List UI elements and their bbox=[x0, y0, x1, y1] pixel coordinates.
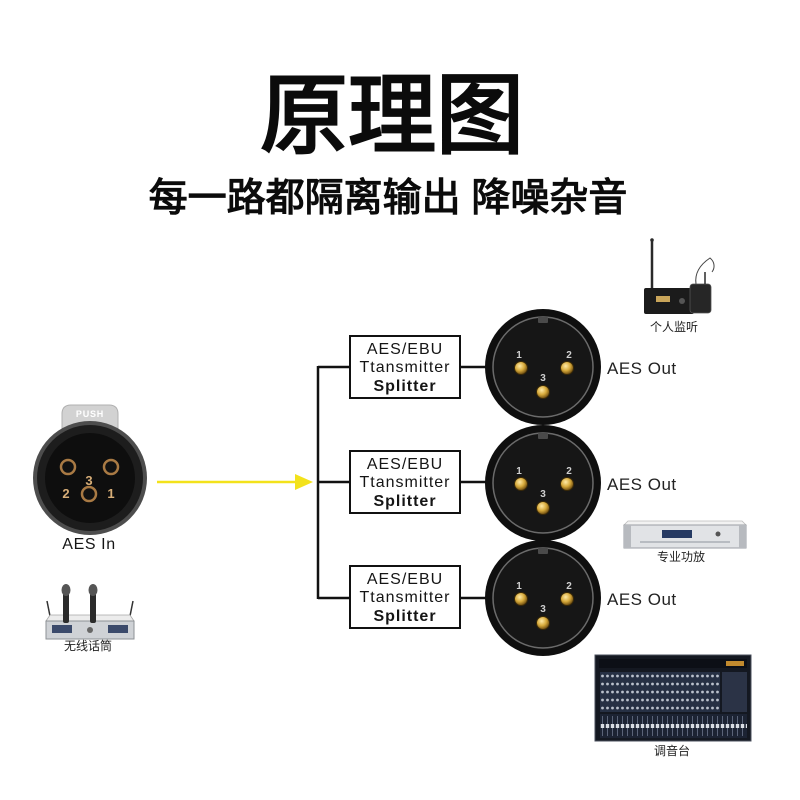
xlr-male-output-connector: 1 2 3 bbox=[485, 425, 601, 541]
gold-pin bbox=[536, 616, 550, 630]
personal-monitor-label: 个人监听 bbox=[650, 320, 698, 334]
microphone-handle bbox=[63, 592, 69, 623]
console-knob-section bbox=[600, 672, 720, 712]
antenna bbox=[129, 600, 134, 617]
pin-number: 1 bbox=[516, 350, 522, 361]
microphone-head bbox=[61, 584, 71, 596]
monitor-display bbox=[656, 296, 670, 302]
pin-hole bbox=[102, 458, 120, 476]
pin-number: 3 bbox=[540, 604, 546, 615]
splitter-box bbox=[349, 450, 461, 514]
output-channel-1: AES/EBU Ttansmitter Splitter 1 2 3 AES O… bbox=[318, 309, 677, 425]
connector-face bbox=[45, 433, 135, 523]
console-fader-section bbox=[600, 714, 747, 738]
aes-out-label: AES Out bbox=[607, 590, 677, 609]
pin-number: 2 bbox=[566, 581, 572, 592]
pin-number: 3 bbox=[540, 373, 546, 384]
connector-key bbox=[538, 548, 548, 554]
amp-handle bbox=[624, 525, 631, 548]
connector-key bbox=[538, 317, 548, 323]
receiver-display bbox=[52, 625, 72, 633]
amp-badge bbox=[662, 530, 692, 538]
wireless-microphone-label: 无线话筒 bbox=[64, 638, 112, 653]
microphone-head bbox=[88, 584, 98, 596]
gold-pin bbox=[560, 361, 574, 375]
pin-number: 1 bbox=[516, 466, 522, 477]
receiver-knob bbox=[87, 627, 93, 633]
aes-in-label: AES In bbox=[62, 536, 115, 553]
console-meter bbox=[726, 661, 744, 666]
splitter-line: Splitter bbox=[373, 493, 436, 510]
connector-face bbox=[492, 547, 594, 649]
splitter-line: Splitter bbox=[373, 608, 436, 625]
microphone-handle bbox=[90, 592, 96, 623]
pin-number: 2 bbox=[566, 466, 572, 477]
splitter-line: AES/EBU bbox=[367, 456, 443, 473]
receiver-display bbox=[108, 625, 128, 633]
antenna-tip bbox=[650, 238, 654, 242]
xlr-male-output-connector: 1 2 3 bbox=[485, 540, 601, 656]
signal-arrow-head bbox=[295, 474, 313, 490]
output-channel-2: AES/EBU Ttansmitter Splitter 1 2 3 AES O… bbox=[318, 425, 677, 541]
earphone-cable bbox=[695, 257, 715, 285]
aes-out-label: AES Out bbox=[607, 475, 677, 494]
splitter-line: AES/EBU bbox=[367, 571, 443, 588]
push-label: PUSH bbox=[76, 409, 104, 419]
page-title: 原理图 bbox=[260, 66, 524, 165]
aes-out-label: AES Out bbox=[607, 359, 677, 378]
pin-hole bbox=[59, 458, 77, 476]
amp-power-button bbox=[715, 531, 721, 537]
wireless-microphone-icon bbox=[45, 584, 135, 640]
monitor-knob bbox=[679, 298, 685, 304]
bodypack-receiver bbox=[689, 283, 712, 314]
amp-top bbox=[623, 520, 747, 526]
page-subtitle: 每一路都隔离输出 降噪杂音 bbox=[149, 177, 628, 220]
splitter-line: Splitter bbox=[373, 378, 436, 395]
gold-pin bbox=[536, 385, 550, 399]
pin-hole bbox=[80, 485, 98, 503]
output-channel-3: AES/EBU Ttansmitter Splitter 1 2 3 AES O… bbox=[318, 540, 677, 656]
gold-pin bbox=[514, 592, 528, 606]
splitter-box bbox=[349, 335, 461, 399]
console-master-section bbox=[722, 672, 747, 712]
power-amplifier-icon bbox=[623, 520, 747, 549]
pin-number: 2 bbox=[62, 486, 69, 501]
gold-pin bbox=[514, 477, 528, 491]
amp-handle bbox=[739, 525, 746, 548]
antenna bbox=[46, 600, 51, 617]
mixing-console-icon bbox=[594, 654, 752, 742]
gold-pin bbox=[514, 361, 528, 375]
connector-key bbox=[538, 433, 548, 439]
gold-pin bbox=[560, 592, 574, 606]
pin-number: 2 bbox=[566, 350, 572, 361]
splitter-line: Ttansmitter bbox=[359, 474, 450, 491]
console-top-bar bbox=[599, 659, 747, 668]
gold-pin bbox=[560, 477, 574, 491]
amp-vent bbox=[640, 541, 730, 543]
connector-face bbox=[492, 432, 594, 534]
splitter-line: AES/EBU bbox=[367, 341, 443, 358]
personal-monitor-icon bbox=[644, 238, 715, 314]
mixing-console-label: 调音台 bbox=[654, 743, 690, 758]
pin-number: 3 bbox=[85, 473, 92, 488]
xlr-female-input-connector: PUSH 2 3 1 bbox=[33, 404, 147, 535]
splitter-line: Ttansmitter bbox=[359, 589, 450, 606]
connector-face bbox=[492, 316, 594, 418]
gold-pin bbox=[536, 501, 550, 515]
splitter-line: Ttansmitter bbox=[359, 359, 450, 376]
pin-number: 1 bbox=[107, 486, 114, 501]
pin-number: 3 bbox=[540, 489, 546, 500]
xlr-male-output-connector: 1 2 3 bbox=[485, 309, 601, 425]
power-amplifier-label: 专业功放 bbox=[657, 549, 705, 564]
pin-number: 1 bbox=[516, 581, 522, 592]
splitter-box bbox=[349, 565, 461, 629]
